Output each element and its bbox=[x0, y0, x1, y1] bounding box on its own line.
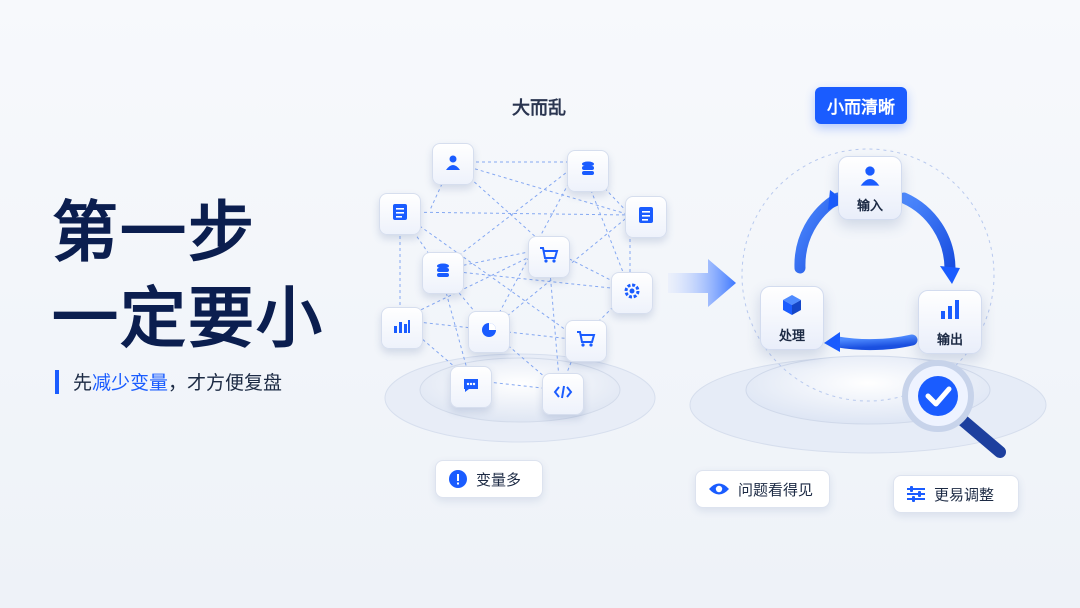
user-icon bbox=[444, 153, 462, 175]
database-icon bbox=[579, 160, 597, 182]
subtitle: 先减少变量，才方便复盘 bbox=[55, 368, 282, 395]
badge-easier-adjust: 更易调整 bbox=[893, 475, 1019, 513]
bar-chart-icon bbox=[938, 297, 962, 325]
badge-problems-visible: 问题看得见 bbox=[695, 470, 830, 508]
title-line-2: 一定要小 bbox=[52, 280, 324, 357]
cycle-arrowhead-left bbox=[828, 190, 846, 210]
database-icon bbox=[434, 262, 452, 284]
cycle-arrow-left bbox=[794, 192, 844, 274]
cube-icon bbox=[780, 293, 804, 321]
check-circle bbox=[918, 376, 958, 416]
node-database-left bbox=[422, 252, 464, 294]
node-document-left bbox=[379, 193, 421, 235]
badge-many-variables-label: 变量多 bbox=[476, 470, 522, 489]
label-chaos: 大而乱 bbox=[512, 98, 566, 119]
code-icon bbox=[553, 384, 573, 404]
user-icon bbox=[858, 163, 882, 191]
cart-icon bbox=[539, 246, 559, 268]
node-settings bbox=[611, 272, 653, 314]
node-cart-right bbox=[565, 320, 607, 362]
subtitle-suffix: ，才方便复盘 bbox=[168, 372, 283, 394]
node-user bbox=[432, 143, 474, 185]
cycle-arrowhead-right bbox=[940, 266, 960, 284]
cycle-guide-circle bbox=[741, 148, 995, 402]
bar-chart-icon bbox=[393, 318, 411, 338]
node-database-top bbox=[567, 150, 609, 192]
chat-icon bbox=[462, 376, 480, 398]
magnifier-handle bbox=[954, 412, 1006, 458]
settings-icon bbox=[623, 282, 641, 304]
node-pie-chart bbox=[468, 311, 510, 353]
cycle-node-input-label: 输入 bbox=[856, 198, 883, 214]
title-line-1: 第一步 bbox=[52, 194, 256, 271]
cycle-node-output-label: 输出 bbox=[936, 332, 963, 348]
cycle-arrowhead-bottom bbox=[824, 332, 840, 352]
arrow-right-icon bbox=[668, 259, 736, 307]
node-bar-chart-left bbox=[381, 307, 423, 349]
node-code bbox=[542, 373, 584, 415]
cycle-arrow-right bbox=[898, 192, 956, 274]
page-title: 第一步 一定要小 bbox=[52, 190, 324, 362]
check-mark bbox=[925, 386, 952, 407]
pie-chart-icon bbox=[480, 321, 498, 343]
node-cart-center bbox=[528, 236, 570, 278]
cart-icon bbox=[576, 330, 596, 352]
node-chat bbox=[450, 366, 492, 408]
subtitle-accent-bar bbox=[55, 369, 59, 394]
subtitle-prefix: 先 bbox=[73, 372, 93, 394]
cycle-node-process-label: 处理 bbox=[778, 328, 805, 344]
cycle-node-process: 处理 bbox=[760, 286, 824, 350]
cycle-node-output: 输出 bbox=[918, 290, 982, 354]
sliders-icon bbox=[906, 486, 926, 502]
document-icon bbox=[392, 203, 408, 225]
label-clear: 小而清晰 bbox=[815, 87, 907, 124]
node-document-right bbox=[625, 196, 667, 238]
badge-problems-visible-label: 问题看得见 bbox=[738, 480, 814, 499]
badge-easier-adjust-label: 更易调整 bbox=[934, 485, 995, 504]
badge-many-variables: 变量多 bbox=[435, 460, 543, 498]
cycle-node-input: 输入 bbox=[838, 156, 902, 220]
alert-icon bbox=[448, 469, 468, 489]
check-magnifier-icon bbox=[902, 360, 1006, 458]
cycle-arrow-bottom bbox=[832, 334, 918, 351]
eye-icon bbox=[708, 481, 730, 497]
document-icon bbox=[638, 206, 654, 228]
subtitle-highlight: 减少变量 bbox=[92, 372, 169, 394]
